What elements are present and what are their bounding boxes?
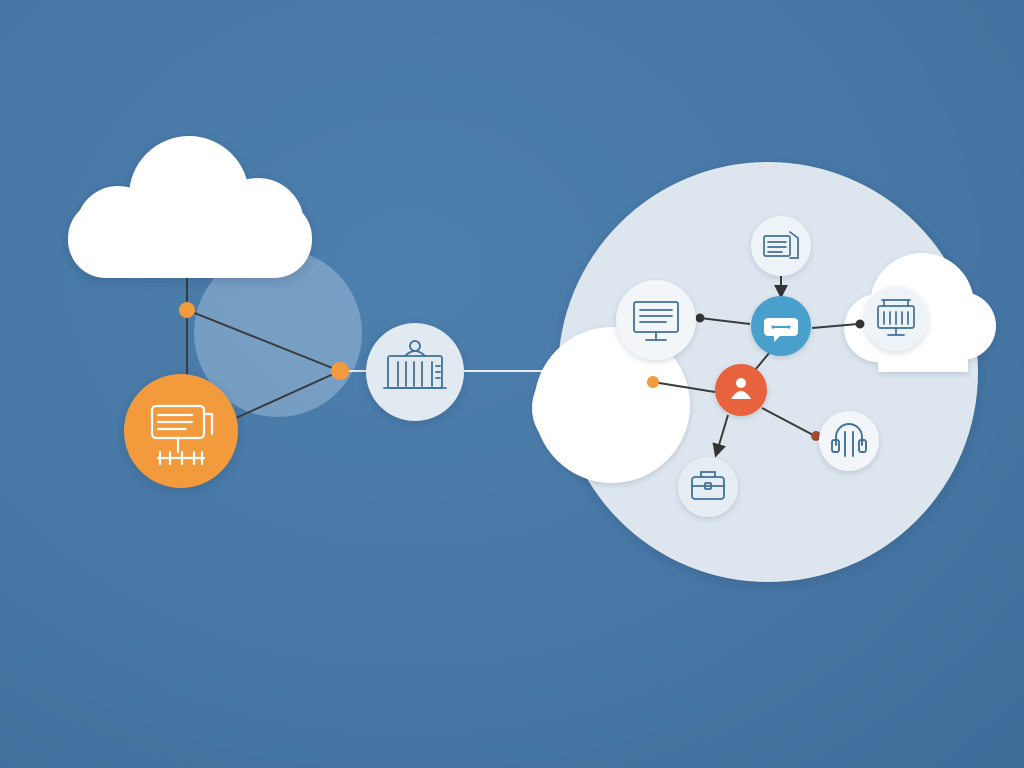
user-node[interactable] <box>715 364 767 416</box>
link-monitor-chat <box>699 317 751 325</box>
cloud-icon <box>68 136 312 278</box>
building-node[interactable] <box>366 323 464 421</box>
junction-dot-cloud <box>179 302 195 318</box>
link-dot-orange <box>647 376 659 388</box>
left-links <box>186 278 368 419</box>
link-user-headset <box>761 407 816 437</box>
headset-node[interactable] <box>819 411 879 471</box>
link-server-hub <box>235 370 341 419</box>
chat-bubble-icon <box>764 318 798 342</box>
monitor-icon <box>633 301 679 341</box>
junction-dot-hub <box>331 362 349 380</box>
link-chat-user <box>754 351 771 371</box>
network-bubble <box>558 162 978 582</box>
briefcase-node[interactable] <box>678 457 738 517</box>
bubble-cloud-left <box>532 327 690 483</box>
user-icon <box>731 378 751 399</box>
briefcase-icon <box>691 471 725 500</box>
link-cloud-hub <box>186 309 341 372</box>
hardware-device-icon <box>877 299 915 336</box>
server-rack-icon <box>150 404 214 466</box>
translucent-circle <box>194 249 362 417</box>
document-node[interactable] <box>751 216 811 276</box>
link-user-briefcase <box>712 414 729 458</box>
link-dot-headset <box>811 431 821 441</box>
link-dot-monitor <box>695 313 705 323</box>
monitor-node[interactable] <box>616 280 696 360</box>
link-orange-user <box>652 381 716 393</box>
inner-links <box>652 276 859 458</box>
chat-node[interactable] <box>751 296 811 356</box>
link-chat-hardware <box>811 323 859 329</box>
server-node[interactable] <box>124 374 238 488</box>
document-icon <box>763 231 799 259</box>
headset-icon <box>831 423 867 457</box>
building-user-icon <box>383 340 447 389</box>
link-dot-hardware <box>855 319 865 329</box>
hardware-node[interactable] <box>864 287 928 351</box>
